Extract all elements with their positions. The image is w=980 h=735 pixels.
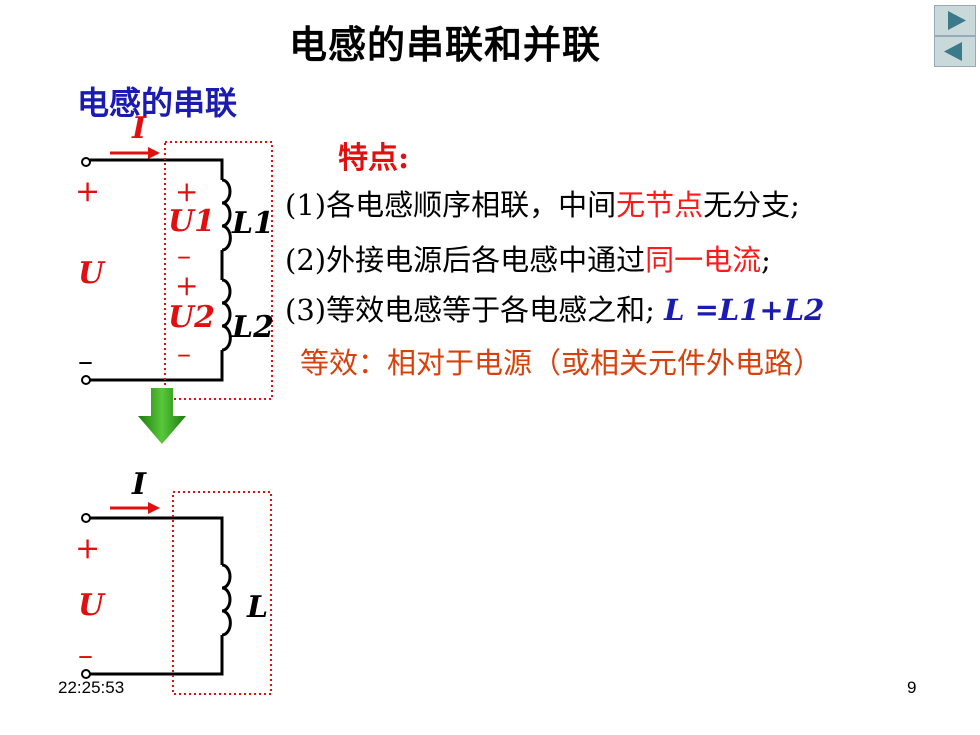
feature-2-highlight: 同一电流 — [645, 243, 762, 277]
current-label: I — [131, 467, 147, 502]
source-voltage-label: U — [78, 588, 106, 623]
source-voltage-label: U — [78, 256, 106, 291]
feature-2: (2)外接电源后各电感中通过同一电流; — [285, 237, 771, 279]
down-arrow-icon — [138, 388, 186, 444]
equivalence-note: 等效：相对于电源（或相关元件外电路） — [300, 346, 823, 380]
play-prev-icon — [944, 42, 962, 61]
feature-1: (1)各电感顺序相联，中间无节点无分支; — [285, 182, 800, 224]
feature-3-formula: L =L1+L2 — [664, 293, 825, 327]
prev-slide-button[interactable] — [934, 36, 976, 67]
u2-label: U2 — [168, 300, 215, 335]
feature-3-text: (3)等效电感等于各电感之和; — [285, 293, 655, 327]
page-number: 9 — [907, 678, 917, 697]
feature-1-text: (1)各电感顺序相联，中间 — [285, 188, 617, 222]
u1-label: U1 — [168, 204, 215, 239]
features-heading: 特点: — [338, 141, 410, 176]
source-plus: + — [75, 531, 100, 566]
inductor-label: L — [246, 590, 268, 625]
u1-minus: – — [177, 239, 191, 272]
series-circuit-diagram: I + U – + U1 – + U2 – L1 L2 — [75, 111, 274, 400]
play-next-icon — [948, 11, 966, 30]
section-heading: 电感的串联 — [77, 84, 238, 122]
u1-plus: + — [175, 175, 198, 208]
u2-minus: – — [177, 337, 191, 370]
next-slide-button[interactable] — [934, 5, 976, 36]
feature-2-text: (2)外接电源后各电感中通过 — [285, 243, 646, 277]
slide-title: 电感的串联和并联 — [288, 22, 601, 67]
source-plus: + — [75, 174, 100, 209]
current-label: I — [131, 111, 147, 146]
l1-label: L1 — [231, 206, 274, 241]
footer-time: 22:25:53 — [58, 678, 125, 697]
source-minus: – — [78, 638, 93, 673]
feature-3: (3)等效电感等于各电感之和; L =L1+L2 — [285, 287, 824, 329]
feature-1-suffix: 无分支; — [703, 188, 800, 222]
feature-1-highlight: 无节点 — [616, 188, 704, 222]
feature-2-suffix: ; — [761, 243, 771, 277]
equivalent-circuit-diagram: I + U – L — [75, 467, 272, 695]
l2-label: L2 — [231, 310, 274, 345]
source-minus: – — [78, 344, 93, 379]
u2-plus: + — [175, 269, 198, 302]
